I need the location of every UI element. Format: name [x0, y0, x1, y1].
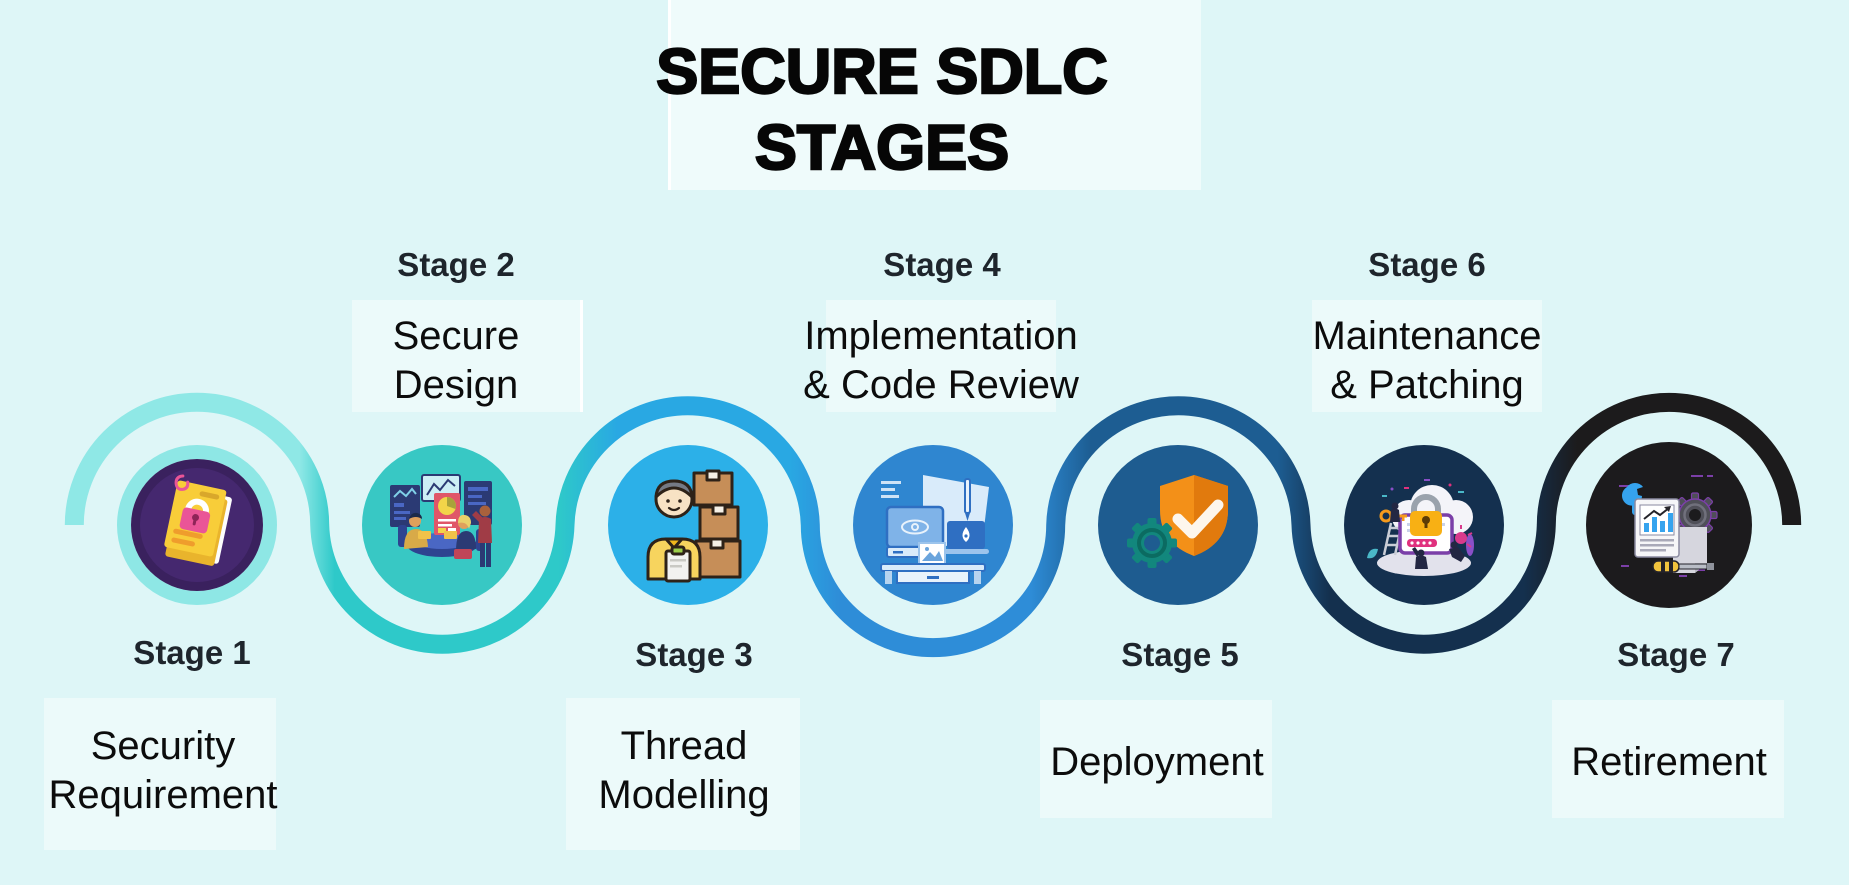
- stage-2-label: Stage 2: [397, 246, 515, 283]
- report-tools-icon: [1619, 475, 1718, 577]
- design-team-icon: [390, 474, 492, 567]
- page-title-line1: SECURE SDLC: [655, 36, 1109, 108]
- stage-1-name: Security Requirement: [48, 724, 278, 817]
- stage-4-label: Stage 4: [883, 246, 1001, 283]
- shield-check-gear-icon: [1127, 475, 1228, 568]
- stage-1-label: Stage 1: [133, 634, 251, 671]
- stage-6-name-backdrop: [1312, 300, 1542, 412]
- stage-7-name: Retirement: [1571, 740, 1767, 784]
- title-backdrop: [668, 0, 1201, 190]
- stage-5-name: Deployment: [1050, 740, 1264, 784]
- stage-1-name-backdrop: [44, 698, 276, 850]
- stage-5-name-backdrop: [1040, 700, 1272, 818]
- security-patch-icon: [1367, 479, 1474, 576]
- stage-2-name: Secure Design: [392, 314, 520, 407]
- locked-document-icon: [164, 474, 232, 566]
- stage-3-name: Thread Modelling: [598, 724, 770, 817]
- stage-6-label: Stage 6: [1368, 246, 1486, 283]
- stage-3-name-backdrop: [566, 698, 800, 850]
- sdlc-wave-path: [64, 392, 1802, 658]
- stage-4-name: Implementation & Code Review: [803, 314, 1079, 407]
- stage-6-name: Maintenance & Patching: [1312, 314, 1542, 407]
- worker-boxes-icon: [646, 469, 742, 583]
- stage-7-name-backdrop: [1552, 700, 1784, 818]
- design-workspace-icon: [880, 475, 989, 584]
- stage-4-name-backdrop: [826, 300, 1056, 412]
- stage-5-label: Stage 5: [1121, 636, 1239, 673]
- stage-2-name-backdrop: [352, 300, 583, 412]
- stage-3-label: Stage 3: [635, 636, 753, 673]
- page-title-line2: STAGES: [754, 112, 1011, 184]
- stage-7-label: Stage 7: [1617, 636, 1735, 673]
- page-title: SECURE SDLC STAGES: [655, 34, 1109, 186]
